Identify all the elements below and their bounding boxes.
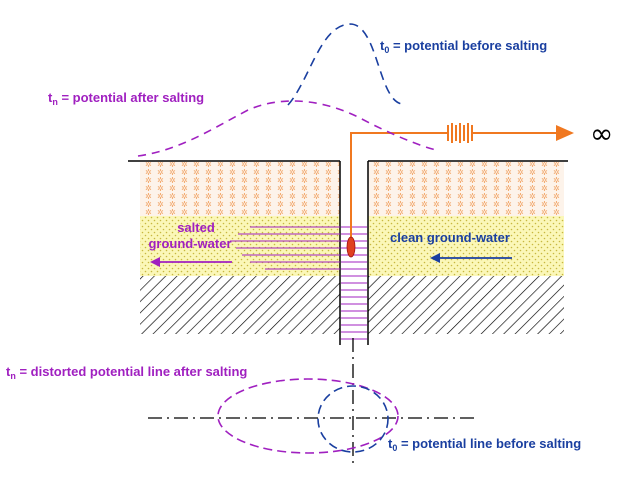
electrode bbox=[346, 236, 356, 258]
salted-flow-arrow bbox=[150, 257, 232, 267]
groundwater-layer-left bbox=[140, 216, 340, 276]
salted-plume-lines bbox=[230, 226, 340, 270]
arrow-to-infinity-icon bbox=[556, 125, 574, 141]
bedrock-layer-right bbox=[368, 276, 564, 334]
label-tn-potential: tn = potential after salting bbox=[48, 90, 204, 107]
electrode-wire bbox=[350, 132, 445, 248]
potential-line-before-salting bbox=[317, 385, 389, 453]
label-tn-line: tn = distorted potential line after salt… bbox=[6, 364, 247, 381]
sand-layer-right bbox=[368, 162, 564, 216]
label-t0-line: t0 = potential line before salting bbox=[388, 436, 581, 453]
potential-curve-after-salting bbox=[137, 100, 437, 157]
groundwater-layer-right bbox=[368, 216, 564, 276]
potential-curve-before-salting bbox=[287, 23, 403, 106]
borehole-brine-lines bbox=[341, 226, 367, 340]
label-groundwater: ground-water bbox=[148, 236, 231, 251]
bedrock-layer-left bbox=[140, 276, 340, 334]
label-t0-potential: t0 = potential before salting bbox=[380, 38, 547, 55]
resistor-icon bbox=[445, 123, 560, 143]
potential-line-after-salting bbox=[217, 378, 399, 454]
sand-layer-left bbox=[140, 162, 340, 216]
label-clean-groundwater: clean ground-water bbox=[390, 230, 510, 245]
clean-flow-arrow bbox=[430, 253, 512, 263]
infinity-symbol: ∞ bbox=[590, 117, 613, 150]
label-salted: salted bbox=[177, 220, 215, 235]
